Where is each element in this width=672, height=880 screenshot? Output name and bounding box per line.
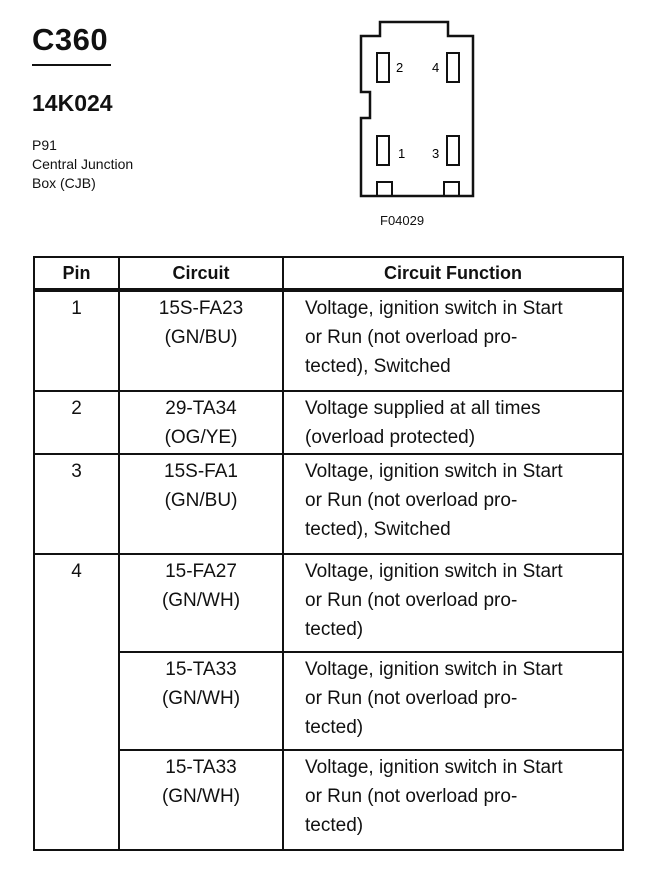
- terminal-4: [446, 52, 460, 83]
- circuit-cell: 15S-FA23 (GN/BU): [118, 289, 284, 392]
- function-line: (overload protected): [305, 427, 476, 448]
- wire-color: (GN/WH): [161, 786, 241, 807]
- pin-cell: 2: [33, 390, 120, 455]
- circuit-id: 15-TA33: [165, 757, 237, 778]
- pin-label-4: 4: [432, 60, 439, 75]
- wire-color: (GN/WH): [161, 590, 241, 611]
- pin-label-3: 3: [432, 146, 439, 161]
- circuit-id: 15S-FA1: [164, 461, 238, 482]
- circuit-cell: 29-TA34 (OG/YE): [118, 390, 284, 455]
- location-line: Central Junction: [32, 156, 134, 172]
- connector-id: C360: [32, 22, 109, 57]
- pin-column-header: Pin: [33, 256, 120, 292]
- pin-cell: 4: [33, 553, 120, 851]
- location-line: Box (CJB): [32, 175, 96, 191]
- circuit-cell: 15-TA33 (GN/WH): [118, 749, 284, 851]
- pin-label-2: 2: [396, 60, 403, 75]
- function-line: tected), Switched: [305, 356, 451, 377]
- connector-face-diagram: 2 4 1 3: [359, 20, 475, 198]
- function-line: tected): [305, 815, 364, 836]
- table-row: 1 15S-FA23 (GN/BU) Voltage, ignition swi…: [33, 289, 624, 392]
- function-line: Voltage, ignition switch in Start: [305, 659, 563, 680]
- circuit-id: 29-TA34: [165, 398, 237, 419]
- function-cell: Voltage, ignition switch in Start or Run…: [282, 749, 624, 851]
- function-column-header: Circuit Function: [282, 256, 624, 292]
- figure-code: F04029: [380, 213, 425, 228]
- table-header-row: Pin Circuit Circuit Function: [33, 256, 624, 292]
- function-line: or Run (not overload pro-: [305, 786, 518, 807]
- location-line: P91: [32, 137, 57, 153]
- circuit-id: 15-TA33: [165, 659, 237, 680]
- function-cell: Voltage, ignition switch in Start or Run…: [282, 553, 624, 653]
- table-row: 15-TA33 (GN/WH) Voltage, ignition switch…: [34, 651, 624, 751]
- function-line: Voltage, ignition switch in Start: [305, 298, 563, 319]
- pin-cell: 3: [33, 453, 120, 555]
- latch-right: [443, 181, 460, 197]
- terminal-1: [376, 135, 390, 166]
- pin-function-table: Pin Circuit Circuit Function 1 15S-FA23 …: [33, 256, 624, 851]
- function-line: Voltage supplied at all times: [305, 398, 541, 419]
- connector-outline: [359, 20, 475, 198]
- terminal-2: [376, 52, 390, 83]
- circuit-column-header: Circuit: [118, 256, 284, 292]
- function-line: Voltage, ignition switch in Start: [305, 561, 563, 582]
- function-cell: Voltage, ignition switch in Start or Run…: [282, 651, 624, 751]
- wire-color: (GN/WH): [161, 688, 241, 709]
- function-cell: Voltage supplied at all times (overload …: [282, 390, 624, 455]
- circuit-cell: 15-FA27 (GN/WH): [118, 553, 284, 653]
- latch-left: [376, 181, 393, 197]
- circuit-id: 15S-FA23: [158, 298, 244, 319]
- table-row: 15-TA33 (GN/WH) Voltage, ignition switch…: [34, 749, 624, 851]
- table-row: 2 29-TA34 (OG/YE) Voltage supplied at al…: [33, 390, 624, 455]
- wire-color: (OG/YE): [164, 427, 238, 448]
- function-line: or Run (not overload pro-: [305, 327, 518, 348]
- function-cell: Voltage, ignition switch in Start or Run…: [282, 289, 624, 392]
- circuit-id: 15-FA27: [165, 561, 237, 582]
- wire-color: (GN/BU): [164, 490, 238, 511]
- function-line: Voltage, ignition switch in Start: [305, 757, 563, 778]
- function-line: Voltage, ignition switch in Start: [305, 461, 563, 482]
- function-line: tected), Switched: [305, 519, 451, 540]
- function-line: or Run (not overload pro-: [305, 490, 518, 511]
- function-line: or Run (not overload pro-: [305, 688, 518, 709]
- function-line: tected): [305, 717, 364, 738]
- table-row: 4 15-FA27 (GN/WH) Voltage, ignition swit…: [33, 553, 624, 851]
- terminal-3: [446, 135, 460, 166]
- function-line: tected): [305, 619, 364, 640]
- circuit-cell: 15S-FA1 (GN/BU): [118, 453, 284, 555]
- pin-label-1: 1: [398, 146, 405, 161]
- function-cell: Voltage, ignition switch in Start or Run…: [282, 453, 624, 555]
- table-row: 3 15S-FA1 (GN/BU) Voltage, ignition swit…: [33, 453, 624, 555]
- pin-cell: 1: [33, 289, 120, 392]
- circuit-cell: 15-TA33 (GN/WH): [118, 651, 284, 751]
- connector-location: P91 Central Junction Box (CJB): [32, 136, 133, 193]
- wire-color: (GN/BU): [164, 327, 238, 348]
- function-line: or Run (not overload pro-: [305, 590, 518, 611]
- connector-id-underline: [32, 64, 111, 66]
- part-number: 14K024: [32, 90, 113, 116]
